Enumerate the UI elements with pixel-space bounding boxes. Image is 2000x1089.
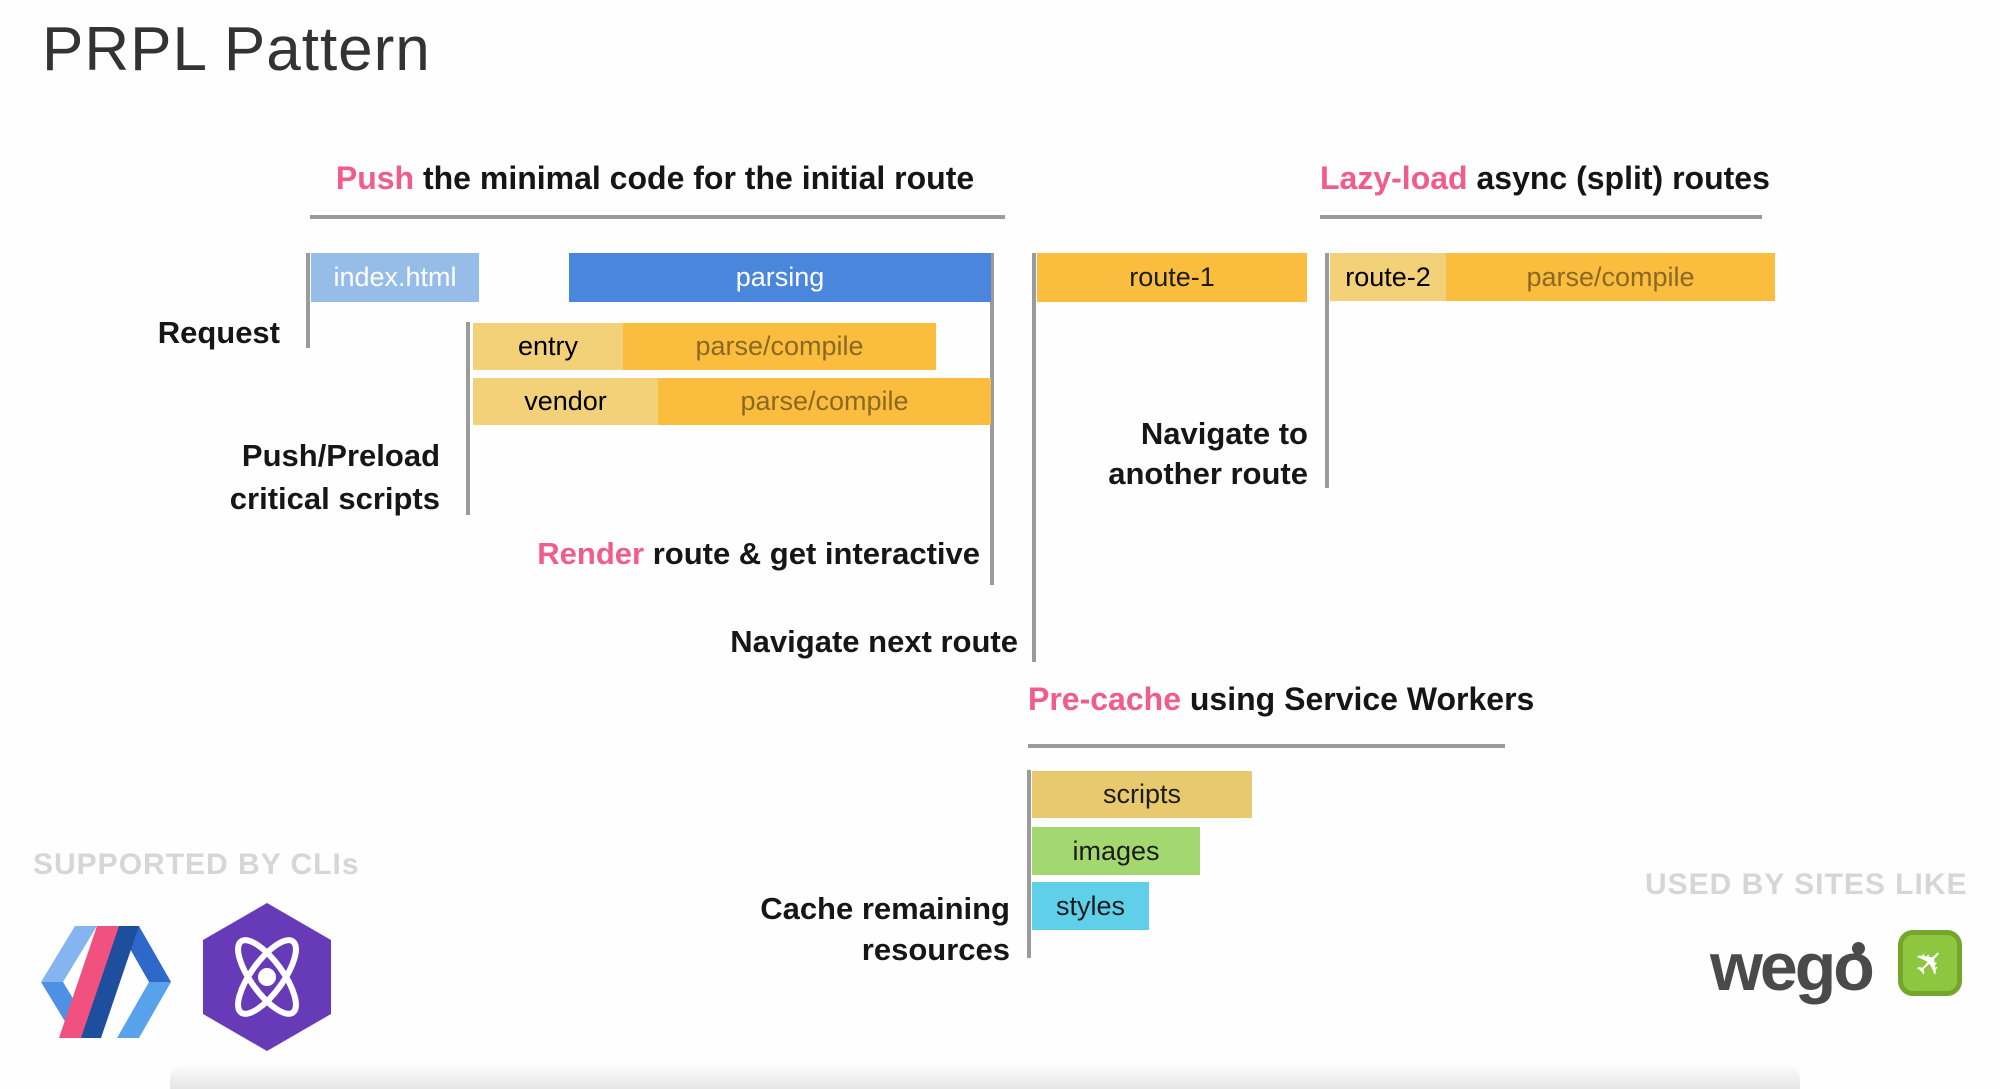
precache-header-underline	[1028, 744, 1505, 748]
bottom-edge-bar	[170, 1066, 1800, 1089]
cache-remaining-label: Cache remaining resources	[740, 888, 1010, 970]
request-label: Request	[157, 315, 280, 350]
bar-entry-parse-compile: parse/compile	[623, 323, 936, 370]
bar-parsing: parsing	[569, 253, 991, 302]
supported-by-clis-label: SUPPORTED BY CLIs	[33, 848, 360, 881]
polymer-logo	[41, 926, 171, 1038]
bar-styles: styles	[1032, 882, 1149, 930]
timeline-line-render	[990, 253, 994, 585]
bar-images: images	[1032, 827, 1200, 875]
bar-vendor-parse-compile: parse/compile	[658, 378, 991, 425]
used-by-sites-label: USED BY SITES LIKE	[1645, 868, 1968, 901]
render-label: Render route & get interactive	[480, 536, 980, 572]
push-header-underline	[310, 215, 1005, 219]
bar-route-2-parse-compile: parse/compile	[1446, 253, 1775, 301]
timeline-line-push-preload	[466, 322, 470, 515]
precache-header-rest: using Service Workers	[1180, 681, 1535, 717]
bar-entry-group: entry parse/compile	[473, 323, 936, 370]
timeline-line-navigate-next	[1032, 253, 1036, 662]
navigate-next-label: Navigate next route	[730, 624, 1018, 659]
bar-route-2: route-2	[1330, 253, 1446, 301]
timeline-line-navigate-another	[1325, 253, 1329, 488]
render-label-accent: Render	[537, 536, 645, 571]
timeline-line-cache	[1027, 770, 1031, 958]
preact-logo	[203, 903, 331, 1051]
navigate-another-label: Navigate to another route	[1090, 414, 1308, 494]
push-preload-line-2: critical scripts	[229, 481, 440, 516]
push-preload-label: Push/Preload critical scripts	[150, 434, 440, 520]
wego-airplane-badge: ✈	[1898, 930, 1962, 996]
cache-remaining-line-1: Cache remaining	[760, 891, 1010, 926]
push-preload-line-1: Push/Preload	[241, 438, 440, 473]
lazyload-header-underline	[1320, 215, 1762, 219]
lazyload-header-rest: async (split) routes	[1467, 160, 1770, 196]
airplane-icon: ✈	[1904, 937, 1955, 988]
lazyload-header-accent: Lazy-load	[1320, 160, 1468, 196]
precache-header: Pre-cache using Service Workers	[1028, 681, 1534, 718]
bar-scripts: scripts	[1032, 771, 1252, 818]
wego-logo-text: wego	[1710, 929, 1875, 1005]
precache-header-accent: Pre-cache	[1028, 681, 1181, 717]
push-header: Push the minimal code for the initial ro…	[300, 160, 1010, 197]
render-label-rest: route & get interactive	[644, 536, 980, 571]
bar-route-2-group: route-2 parse/compile	[1330, 253, 1775, 301]
push-header-accent: Push	[335, 160, 415, 196]
bar-vendor-group: vendor parse/compile	[473, 378, 991, 425]
bar-index-html: index.html	[311, 253, 479, 302]
bar-vendor: vendor	[473, 378, 658, 425]
navigate-another-line-2: another route	[1108, 456, 1308, 491]
bar-entry: entry	[473, 323, 623, 370]
push-header-rest: the minimal code for the initial route	[414, 160, 975, 196]
cache-remaining-line-2: resources	[861, 932, 1010, 967]
timeline-line-request	[306, 253, 310, 348]
page-title: PRPL Pattern	[42, 15, 431, 84]
wego-logo-dot	[1852, 942, 1865, 955]
navigate-another-line-1: Navigate to	[1140, 416, 1308, 451]
bar-route-1: route-1	[1037, 253, 1307, 302]
lazyload-header: Lazy-load async (split) routes	[1320, 160, 1770, 197]
